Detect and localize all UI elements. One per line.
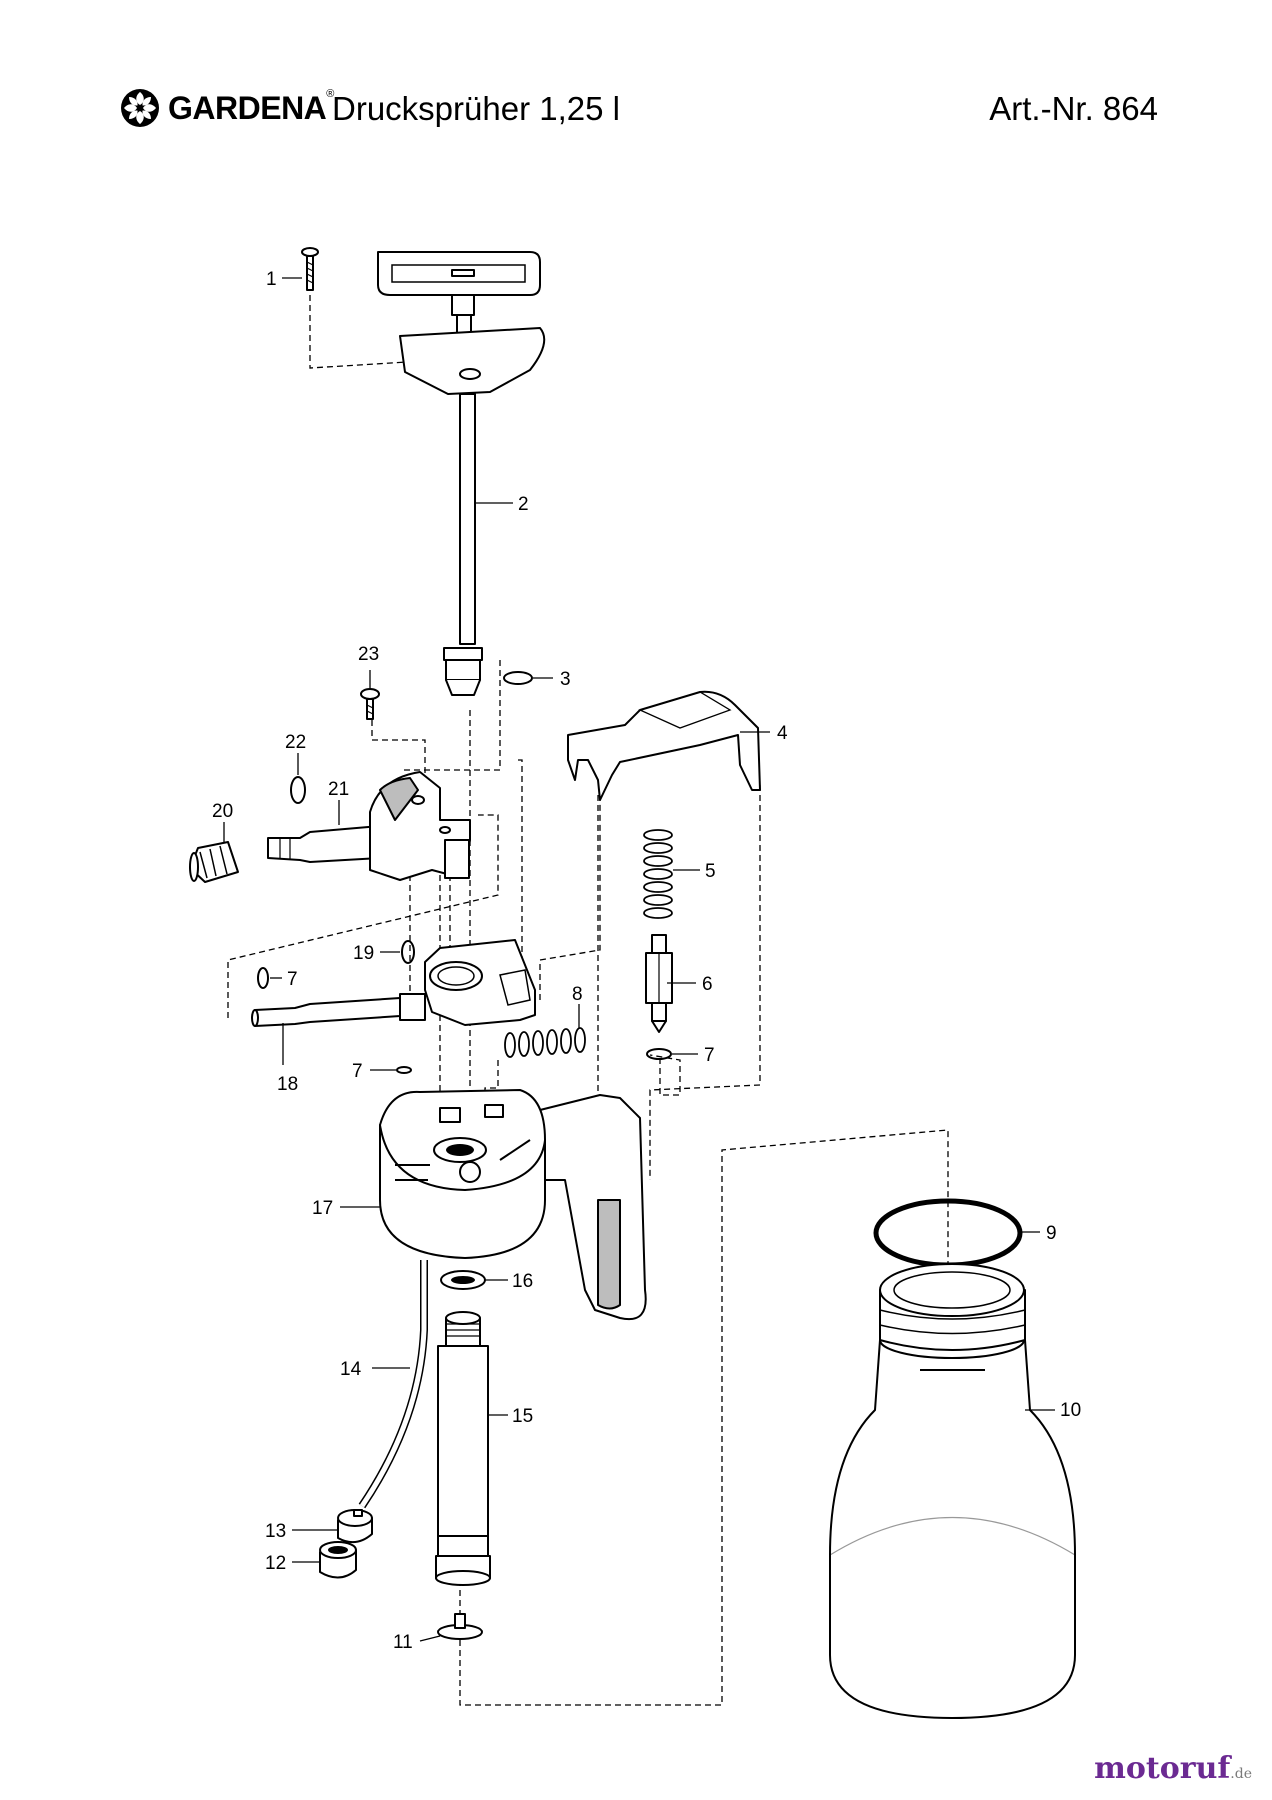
product-title: Drucksprüher 1,25 l [332,90,620,127]
callout-17: 17 [312,1198,333,1219]
callout-labels: 1 2 3 4 5 6 7 7 7 8 9 10 11 12 13 14 15 … [212,269,1081,1653]
callout-3: 3 [560,669,571,690]
part-7-o-ring-c [646,1048,672,1060]
part-18-spray-rod [251,993,426,1027]
part-7-o-ring-a [257,967,269,989]
leader-lines [223,277,1055,1642]
part-3-o-ring [503,671,533,685]
callout-22: 22 [285,732,306,753]
callout-9: 9 [1046,1223,1057,1244]
part-2-pump-plunger [377,251,546,696]
part-13-filter [337,1509,373,1544]
callout-14: 14 [340,1359,362,1380]
part-5-spring [643,829,673,919]
callout-7a: 7 [287,969,298,990]
callout-7b: 7 [352,1061,363,1082]
assembly-guide-lines [227,285,949,1706]
callout-21: 21 [328,779,349,800]
part-14-hose [358,1260,428,1509]
callout-12: 12 [265,1553,286,1574]
part-16-seal [440,1270,486,1290]
callout-15: 15 [512,1406,533,1427]
callout-4: 4 [777,723,788,744]
part-8-spring [504,1027,586,1058]
callout-10: 10 [1060,1400,1081,1421]
part-4-lever-cover [567,690,761,801]
header: GARDENA® Drucksprüher 1,25 l Art.-Nr. 86… [118,84,1158,134]
part-22-o-ring [290,776,306,804]
callout-18: 18 [277,1074,298,1095]
callout-1: 1 [266,269,277,290]
callout-2: 2 [518,494,529,515]
callout-20: 20 [212,801,233,822]
valve-housing [424,939,536,1026]
callout-13: 13 [265,1521,286,1542]
watermark: motoruf.de [1094,1751,1252,1786]
part-20-nozzle [189,841,239,883]
part-21-spray-tube [267,771,471,881]
part-15-pump-cylinder [435,1311,491,1586]
part-6-valve [645,934,673,1033]
gardena-logo-icon [121,89,159,127]
callout-7c: 7 [704,1045,715,1066]
part-17-handle-housing [379,1089,647,1321]
callout-16: 16 [512,1271,533,1292]
part-7-o-ring-b [396,1066,412,1074]
part-10-container [829,1263,1076,1719]
part-11-valve-disc [437,1613,483,1640]
brand-name: GARDENA® [168,88,334,126]
part-23-screw [360,688,380,720]
callout-5: 5 [705,861,716,882]
part-1-screw [301,247,319,291]
callout-23: 23 [358,644,379,665]
callout-6: 6 [702,974,713,995]
callout-8: 8 [572,984,583,1005]
article-number: Art.-Nr. 864 [989,90,1158,127]
callout-19: 19 [353,943,374,964]
part-19-o-ring [401,940,415,964]
part-12-filter-cap [319,1541,357,1579]
callout-11: 11 [393,1632,413,1653]
